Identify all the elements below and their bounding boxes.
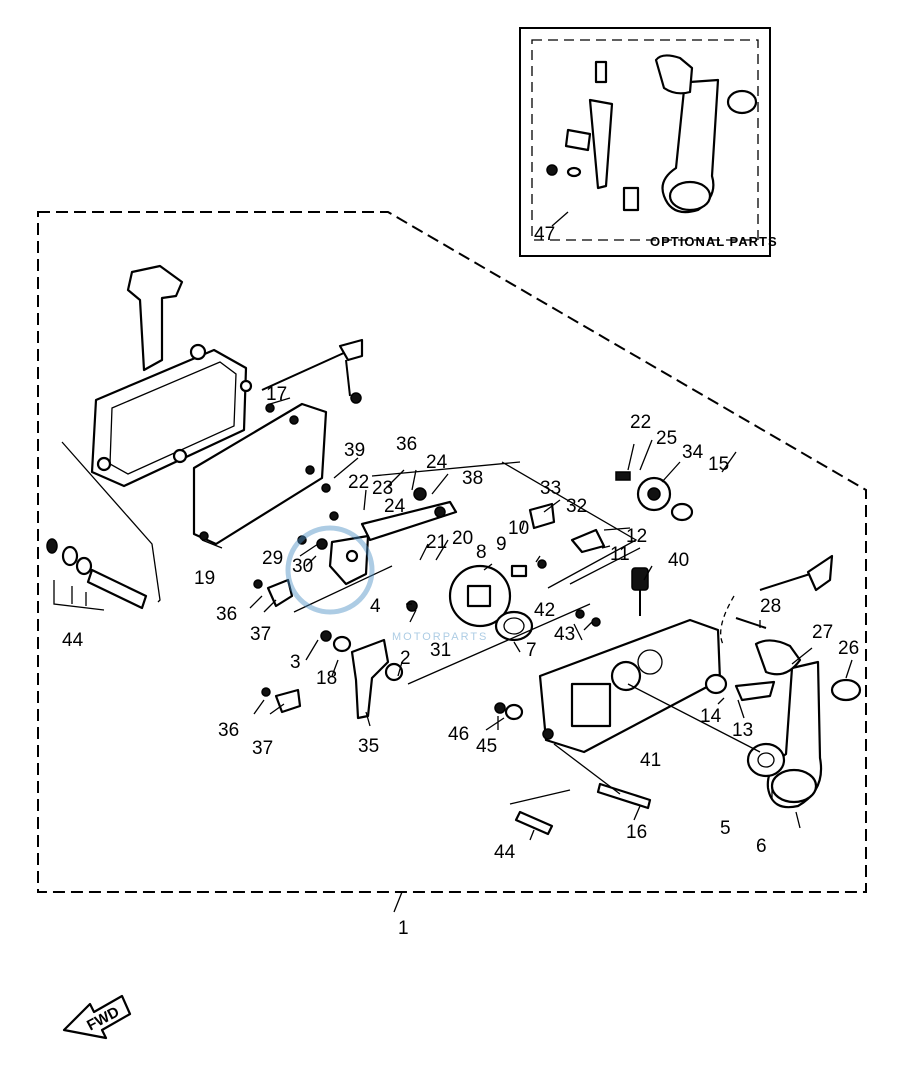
callout-4: 4 <box>370 596 381 617</box>
callout-30: 30 <box>292 556 313 577</box>
remote-control-box <box>90 264 364 488</box>
callout-17: 17 <box>266 384 287 405</box>
callout-43: 43 <box>554 624 575 645</box>
callout-34: 34 <box>682 442 704 463</box>
callout-19: 19 <box>194 568 215 589</box>
callout-37-top: 37 <box>250 624 271 645</box>
callout-2: 2 <box>400 648 411 669</box>
callout-21: 21 <box>426 532 447 553</box>
callout-35: 35 <box>358 736 379 757</box>
front-cover <box>494 567 722 754</box>
callout-8: 8 <box>476 542 487 563</box>
callout-44-bottom: 44 <box>494 842 516 863</box>
callout-14: 14 <box>700 706 722 727</box>
callout-16: 16 <box>626 822 647 843</box>
callout-22-right: 22 <box>630 412 651 433</box>
callout-1: 1 <box>398 918 409 939</box>
callout-24-top: 24 <box>426 452 448 473</box>
callout-11: 11 <box>610 544 630 565</box>
callout-36-mid: 36 <box>216 604 237 625</box>
callout-28: 28 <box>760 596 781 617</box>
callout-45: 45 <box>476 736 497 757</box>
callout-36-bottom: 36 <box>218 720 239 741</box>
callout-32: 32 <box>566 496 587 517</box>
callout-47: 47 <box>534 224 555 245</box>
callout-26: 26 <box>838 638 859 659</box>
callout-41: 41 <box>640 750 661 771</box>
watermark-text: MOTORPARTS <box>392 631 488 643</box>
callout-25: 25 <box>656 428 677 449</box>
callout-23: 23 <box>372 478 393 499</box>
watermark: MOTORPARTS <box>285 525 488 643</box>
callout-24-mid: 24 <box>384 496 406 517</box>
callout-20: 20 <box>452 528 473 549</box>
callout-29: 29 <box>262 548 283 569</box>
optional-parts-label: OPTIONAL PARTS <box>650 234 778 249</box>
callout-27: 27 <box>812 622 833 643</box>
callout-18: 18 <box>316 668 337 689</box>
callout-40: 40 <box>668 550 689 571</box>
back-cover-plate <box>192 402 328 546</box>
callout-38: 38 <box>462 468 483 489</box>
forward-direction-arrow: FWD <box>62 994 132 1040</box>
callout-36-top: 36 <box>396 434 417 455</box>
optional-parts-box: OPTIONAL PARTS 47 <box>519 27 778 257</box>
callout-6: 6 <box>756 836 767 857</box>
callout-33: 33 <box>540 478 561 499</box>
shift-mechanism <box>253 461 694 720</box>
callout-leaders <box>201 397 853 913</box>
callout-22-left: 22 <box>348 472 369 493</box>
bolt-set-44 <box>46 441 161 611</box>
callout-5: 5 <box>720 818 731 839</box>
assembly-boundary <box>37 211 867 893</box>
callout-9: 9 <box>496 534 507 555</box>
callout-13: 13 <box>732 720 753 741</box>
callout-12: 12 <box>626 526 647 547</box>
callout-10: 10 <box>508 518 529 539</box>
callout-46: 46 <box>448 724 469 745</box>
callout-31: 31 <box>430 640 451 661</box>
control-handle <box>627 554 862 809</box>
callout-7: 7 <box>526 640 537 661</box>
callout-3: 3 <box>290 652 301 673</box>
mounting-bolts <box>509 743 652 836</box>
callout-15: 15 <box>708 454 729 475</box>
callout-42: 42 <box>534 600 555 621</box>
callout-numbers: 1 2 3 4 5 6 7 8 9 10 11 12 13 14 15 16 1… <box>62 384 859 939</box>
callout-44-left: 44 <box>62 630 84 651</box>
callout-39: 39 <box>344 440 365 461</box>
callout-37-bottom: 37 <box>252 738 273 759</box>
